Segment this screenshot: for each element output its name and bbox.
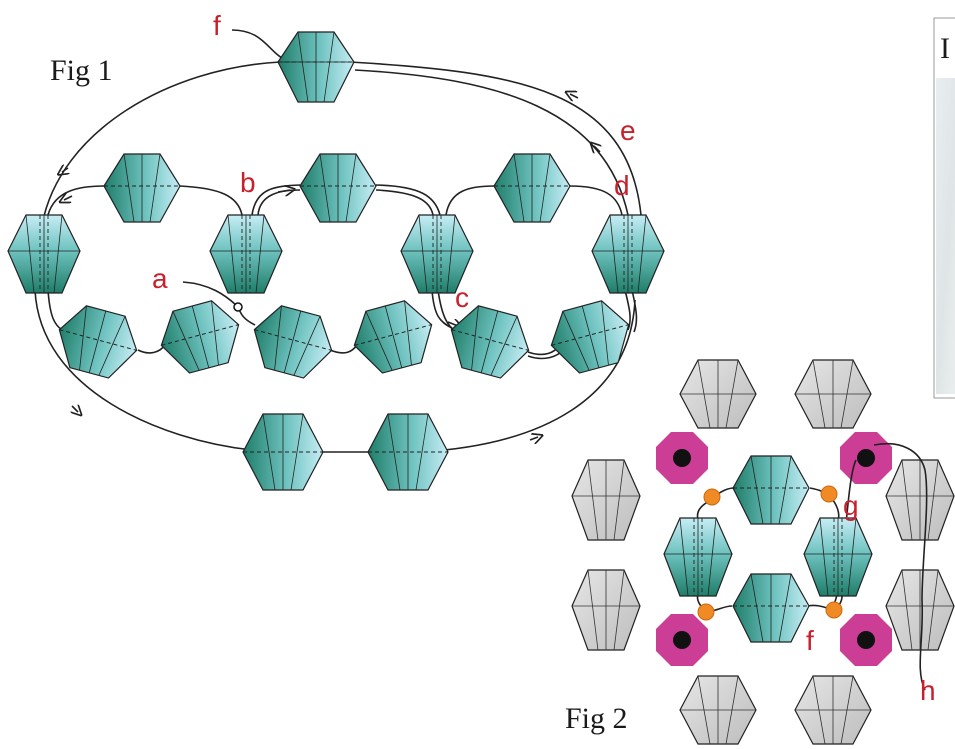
gray-bead-7 — [679, 675, 757, 745]
teal-bead-bottom — [732, 573, 810, 643]
fig1-thread-paths — [34, 29, 642, 453]
bead-bottom-2 — [367, 413, 449, 491]
fig2-label-h: h — [920, 675, 936, 706]
gray-bead-5 — [885, 459, 955, 541]
bead-lower-4 — [353, 300, 433, 374]
fig1-bead-vertical-row — [7, 214, 665, 294]
bead-lower-5 — [450, 305, 530, 379]
teal-bead-right — [803, 517, 873, 597]
gray-bead-4 — [571, 569, 641, 651]
fig1-bead-row-bottom — [242, 413, 449, 491]
orange-bead-1 — [703, 488, 721, 506]
fig1-label-b: b — [240, 167, 256, 198]
teal-bead-top — [732, 455, 810, 525]
fig2-gray-beads — [571, 359, 955, 745]
photo-caption: I — [940, 32, 950, 65]
fig1-label-c: c — [455, 282, 469, 313]
bead-lower-3 — [253, 305, 333, 379]
bead-lower-6 — [550, 300, 630, 374]
fig1-label-f: f — [213, 10, 221, 41]
figure-2-title: Fig 2 — [565, 702, 628, 735]
figure-1-title: Fig 1 — [50, 54, 113, 87]
figure-2: Fig 2 — [565, 359, 955, 745]
fig2-orange-beads — [697, 485, 843, 621]
fig1-label-a: a — [152, 263, 168, 294]
fig2-teal-beads — [663, 455, 873, 643]
bead-vertical-1 — [7, 214, 81, 294]
photo-panel: I — [933, 17, 955, 399]
magenta-bead-1 — [656, 432, 708, 484]
fig2-label-f: f — [806, 625, 814, 656]
gray-bead-2 — [794, 359, 872, 429]
gray-bead-3 — [571, 459, 641, 541]
bead-vertical-3 — [400, 214, 474, 294]
magenta-bead-4 — [840, 614, 892, 666]
fig1-label-d: d — [614, 170, 630, 201]
bead-bottom-1 — [242, 413, 324, 491]
gray-bead-1 — [679, 359, 757, 429]
fig2-label-g: g — [843, 490, 859, 521]
bead-lower-2 — [160, 300, 240, 374]
gray-bead-6 — [885, 569, 955, 651]
thread-start-knot — [233, 302, 243, 312]
orange-bead-4 — [825, 601, 843, 619]
orange-bead-2 — [820, 485, 838, 503]
bead-row1-2 — [299, 153, 377, 223]
magenta-bead-2 — [840, 432, 892, 484]
fig1-bead-row-top — [103, 31, 571, 223]
magenta-bead-3 — [656, 614, 708, 666]
bead-top-center — [277, 31, 355, 103]
fig1-bead-row-lower — [58, 300, 630, 379]
teal-bead-left — [663, 517, 733, 597]
orange-bead-3 — [697, 603, 715, 621]
fig1-label-e: e — [620, 115, 636, 146]
bead-vertical-2 — [209, 214, 283, 294]
bead-row1-3 — [493, 153, 571, 223]
gray-bead-8 — [794, 675, 872, 745]
bead-lower-1 — [58, 305, 138, 379]
bead-row1-1 — [103, 153, 181, 223]
bead-vertical-4 — [591, 214, 665, 294]
figure-1: Fig 1 — [7, 10, 665, 491]
